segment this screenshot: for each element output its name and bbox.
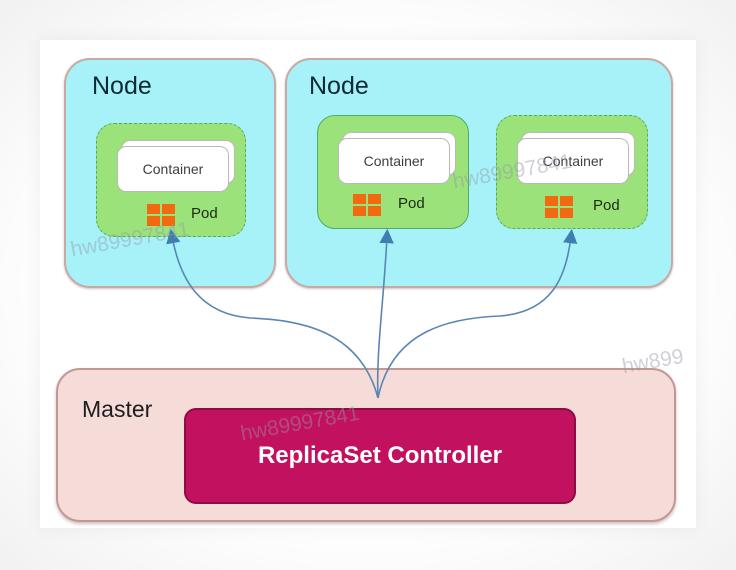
replicaset-controller-box: ReplicaSet Controller xyxy=(184,408,576,504)
container-box: Container xyxy=(117,146,229,192)
master-label: Master xyxy=(82,396,153,422)
node-label: Node xyxy=(92,72,152,100)
diagram-canvas: Node Container Pod Node Container Pod Co… xyxy=(40,40,696,528)
pod-box: Container Pod xyxy=(96,123,246,237)
node-label: Node xyxy=(309,72,369,100)
master-box: Master ReplicaSet Controller xyxy=(56,368,676,522)
node-box: Node Container Pod xyxy=(64,58,276,288)
pod-label: Pod xyxy=(398,195,425,212)
pod-grid-icon xyxy=(545,196,573,218)
pod-label: Pod xyxy=(593,197,620,214)
pod-box: Container Pod xyxy=(496,115,648,229)
node-box: Node Container Pod Container Pod xyxy=(285,58,673,288)
pod-label: Pod xyxy=(191,205,218,222)
pod-box: Container Pod xyxy=(317,115,469,229)
pod-grid-icon xyxy=(147,204,175,226)
container-box: Container xyxy=(338,138,450,184)
pod-grid-icon xyxy=(353,194,381,216)
container-box: Container xyxy=(517,138,629,184)
